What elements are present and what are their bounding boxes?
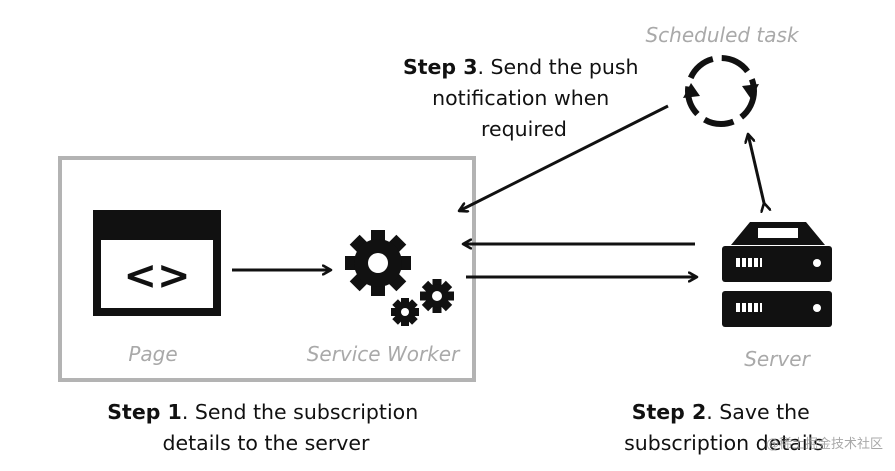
step3-number: Step 3	[403, 55, 478, 79]
step3-text-line3: required	[481, 117, 567, 141]
step2-text-line1: . Save the	[706, 400, 810, 424]
scheduled-task-label: Scheduled task	[645, 23, 799, 47]
browser-frame-box	[58, 156, 476, 382]
step3-text-line2: notification when	[432, 86, 609, 110]
step1-text-line2: details to the server	[163, 431, 371, 455]
watermark: @稀土掘金技术社区	[766, 436, 883, 452]
small-gear-icon	[420, 279, 454, 313]
step2-number: Step 2	[632, 400, 707, 424]
page-code-glyph: <>	[123, 253, 190, 299]
step2-caption: Step 2. Save the subscription details	[624, 400, 824, 455]
arrow-scheduled-task-to-service-worker	[459, 104, 669, 211]
page-icon: <>	[93, 210, 221, 316]
gear-icon	[345, 230, 411, 296]
cycle-icon	[683, 55, 759, 127]
step1-caption: Step 1. Send the subscription details to…	[107, 400, 424, 455]
arrow-scheduled-task-server	[748, 134, 764, 203]
step3-caption: Step 3. Send the push notification when …	[403, 55, 645, 141]
server-label: Server	[744, 347, 811, 371]
step2-text-line2: subscription details	[624, 431, 824, 455]
step1-text-line1: . Send the subscription	[182, 400, 418, 424]
step3-text-line1: . Send the push	[477, 55, 638, 79]
server-icon	[722, 222, 832, 327]
step1-number: Step 1	[107, 400, 182, 424]
page-label: Page	[128, 342, 177, 366]
service-worker-label: Service Worker	[307, 342, 461, 366]
tiny-gear-icon	[391, 298, 419, 326]
